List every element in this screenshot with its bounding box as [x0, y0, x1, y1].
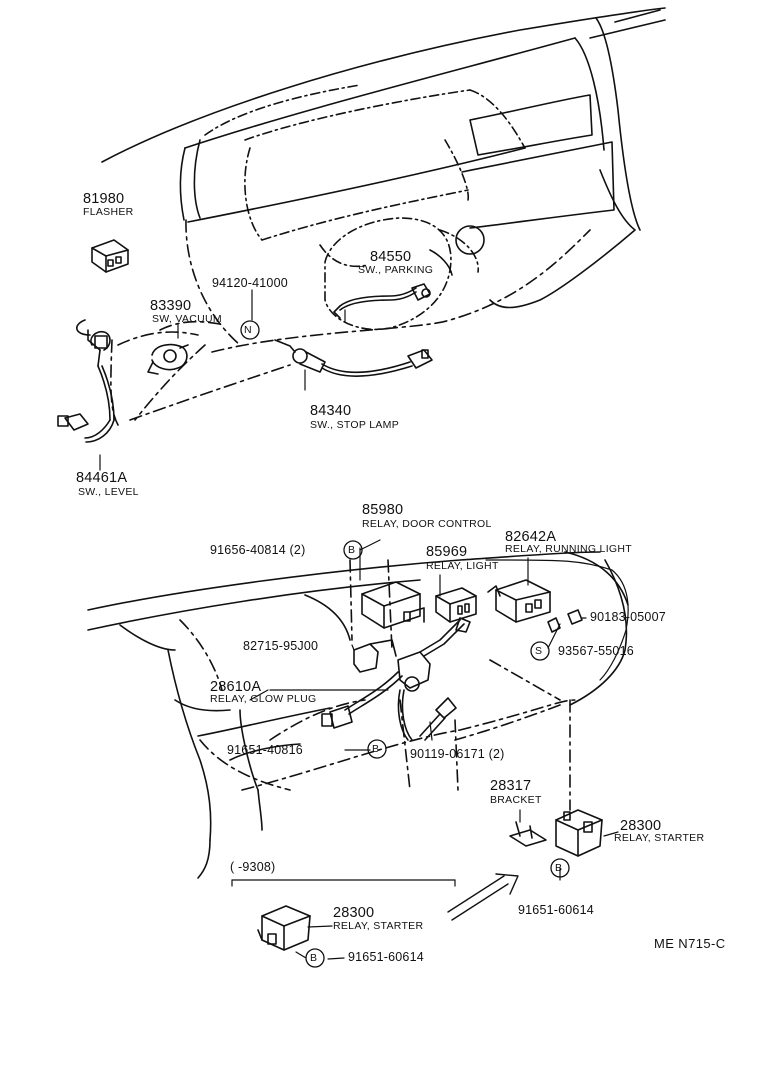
- leaders-bottom: [249, 539, 629, 960]
- door-control-relay-icon: [361, 581, 425, 629]
- part-number-84340: 84340: [310, 403, 352, 419]
- part-name-bracket: BRACKET: [490, 794, 542, 806]
- part-number-84461a: 84461A: [76, 470, 128, 486]
- light-relay-icon: [435, 587, 477, 623]
- part-number-91651-40816: 91651-40816: [227, 743, 303, 757]
- part-name-glow-plug-relay: RELAY, GLOW PLUG: [210, 693, 317, 705]
- part-name-vacuum-switch: SW, VACUUM: [152, 313, 222, 325]
- part-number-90119-06171: 90119-06171 (2): [410, 747, 505, 761]
- marker-b-1: B: [348, 544, 356, 556]
- part-name-starter-relay-left: RELAY, STARTER: [333, 920, 424, 932]
- dash-right-solid: [429, 169, 636, 309]
- glow-plug-relay-harness: [321, 617, 471, 741]
- part-number-28300-left: 28300: [333, 905, 375, 921]
- part-number-94120-41000: 94120-41000: [212, 276, 288, 290]
- part-name-running-light-relay: RELAY, RUNNING LIGHT: [505, 543, 632, 555]
- part-number-82642a: 82642A: [505, 529, 557, 545]
- part-name-level-switch: SW., LEVEL: [78, 486, 139, 498]
- lower-dash-dashed: [179, 559, 576, 811]
- marker-s: S: [535, 645, 543, 657]
- parking-switch-icon: [333, 283, 431, 319]
- marker-n-circle: [240, 320, 260, 340]
- upper-dashboard-outline: [101, 7, 666, 231]
- part-name-stop-lamp-switch: SW., STOP LAMP: [310, 419, 400, 431]
- part-number-93567-55016: 93567-55016: [558, 644, 634, 658]
- part-number-85969: 85969: [426, 544, 468, 560]
- part-number-82715-95j00: 82715-95J00: [243, 639, 319, 653]
- starter-relay-right-icon: [555, 809, 603, 857]
- direction-arrow: [447, 873, 519, 921]
- lower-dashboard-outline: [87, 551, 629, 879]
- part-number-28300-right: 28300: [620, 818, 662, 834]
- part-name-light-relay: RELAY, LIGHT: [426, 560, 499, 572]
- starter-relay-left-icon: [257, 905, 311, 951]
- marker-b-3: B: [555, 862, 563, 874]
- vacuum-switch-icon: [147, 343, 189, 375]
- marker-b-2: B: [372, 743, 380, 755]
- part-name-parking-switch: SW., PARKING: [358, 264, 434, 276]
- date-range-label: ( -9308): [230, 860, 276, 874]
- part-name-door-control-relay: RELAY, DOOR CONTROL: [362, 518, 492, 530]
- part-name-starter-relay-right: RELAY, STARTER: [614, 832, 705, 844]
- part-number-91651-60614-right: 91651-60614: [518, 903, 594, 917]
- part-number-28610a: 28610A: [210, 679, 262, 695]
- part-number-81980: 81980: [83, 191, 125, 207]
- part-number-91651-60614-left: 91651-60614: [348, 950, 424, 964]
- clip-icon: [547, 609, 583, 633]
- bracket-icon: [509, 821, 547, 847]
- marker-n: N: [244, 324, 252, 336]
- diagram-code: ME N715-C: [654, 936, 726, 951]
- flasher-icon: [91, 239, 129, 273]
- part-number-83390: 83390: [150, 298, 192, 314]
- part-name-flasher: FLASHER: [83, 206, 134, 218]
- leaders-top: [99, 289, 346, 471]
- level-switch-icon: [57, 319, 115, 443]
- part-number-91656-40814: 91656-40814 (2): [210, 543, 306, 557]
- markers-bottom: [305, 540, 570, 968]
- part-number-28317: 28317: [490, 778, 532, 794]
- part-number-90183-05007: 90183-05007: [590, 610, 666, 624]
- running-light-relay-icon: [487, 579, 551, 623]
- part-number-85980: 85980: [362, 502, 404, 518]
- part-number-84550: 84550: [370, 249, 412, 265]
- marker-b-4: B: [310, 952, 318, 964]
- stop-lamp-switch-icon: [274, 339, 433, 378]
- right-vent: [455, 94, 615, 255]
- cluster-hood: [204, 84, 526, 273]
- range-bracket: [231, 879, 456, 887]
